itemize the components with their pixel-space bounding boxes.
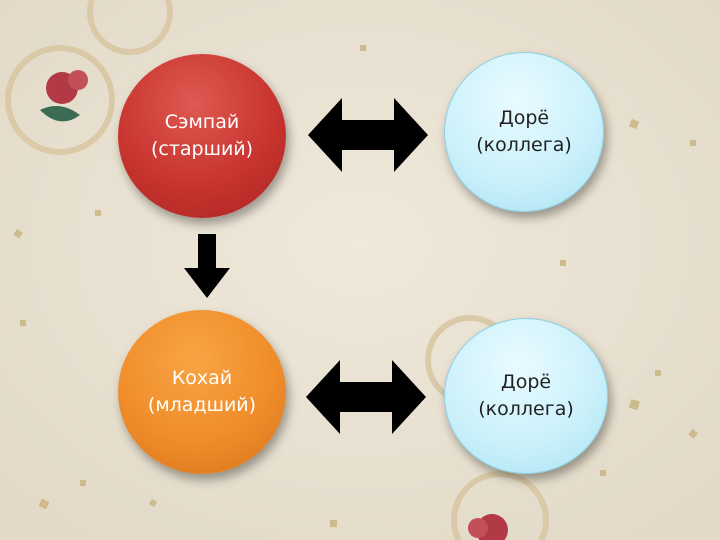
ornament-top-left-flower [40,70,88,122]
down-arrow [184,234,230,298]
node-senpai: Сэмпай (старший) [118,54,286,218]
double-arrow-top [308,98,428,172]
node-dore-top-label: Дорё (коллега) [476,107,572,156]
node-kohai-label: Кохай (младший) [147,367,257,416]
node-dore-top: Дорё (коллега) [444,52,604,212]
node-senpai-label: Сэмпай (старший) [150,111,254,160]
ornament-top-left [5,0,173,155]
confetti [13,45,698,527]
ornament-bottom-right-flower [468,514,508,540]
double-arrow-bottom [306,360,426,434]
node-kohai: Кохай (младший) [118,310,286,474]
node-dore-bottom-label: Дорё (коллега) [478,371,574,420]
node-dore-bottom: Дорё (коллега) [444,318,608,474]
